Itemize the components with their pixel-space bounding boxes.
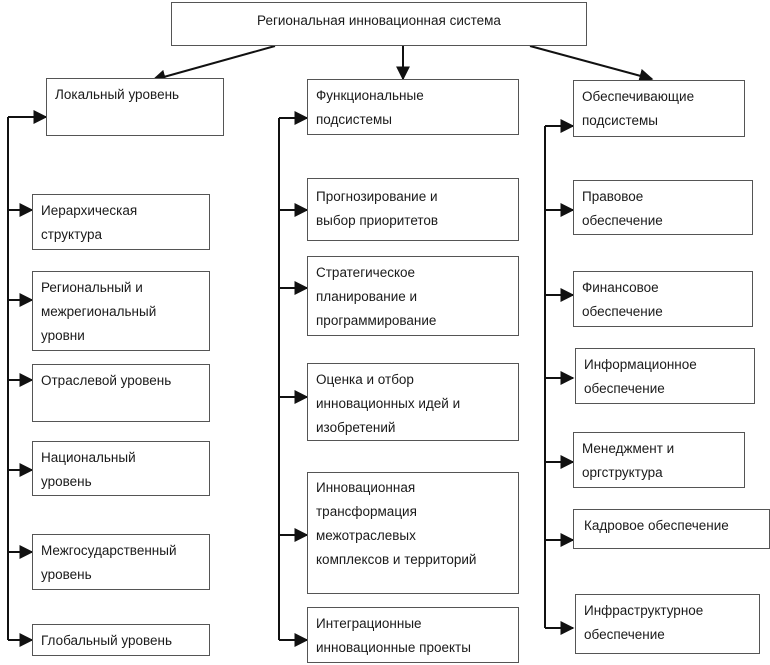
local-item-national: Национальный уровень <box>32 441 210 496</box>
local-level-header: Локальный уровень <box>46 78 224 136</box>
supporting-item-infrastructure: Инфраструктурное обеспечение <box>575 594 760 654</box>
functional-item-integration: Интеграционные инновационные проекты <box>307 607 519 663</box>
arrow-root-to-supporting <box>529 45 654 83</box>
local-item-interstate: Межгосударственный уровень <box>32 534 210 590</box>
supporting-item-personnel: Кадровое обеспечение <box>573 509 770 549</box>
functional-item-strategic-planning: Стратегическое планирование и программир… <box>307 256 519 336</box>
arrow-root-to-local <box>151 45 276 84</box>
supporting-subsystems-header: Обеспечивающие подсистемы <box>573 80 745 137</box>
local-item-global: Глобальный уровень <box>32 624 210 656</box>
functional-item-forecasting: Прогнозирование и выбор приоритетов <box>307 178 519 241</box>
functional-item-transformation: Инновационная трансформация межотраслевы… <box>307 472 519 594</box>
supporting-item-financial: Финансовое обеспечение <box>573 271 753 327</box>
functional-subsystems-header: Функциональные подсистемы <box>307 79 519 135</box>
root-box: Региональная инновационная система <box>171 2 587 46</box>
local-item-hierarchical: Иерархическая структура <box>32 194 210 250</box>
supporting-item-management: Менеджмент и оргструктура <box>573 432 745 488</box>
local-item-regional: Региональный и межрегиональный уровни <box>32 271 210 351</box>
local-item-sectoral: Отраслевой уровень <box>32 364 210 422</box>
supporting-item-legal: Правовое обеспечение <box>573 180 753 235</box>
functional-item-evaluation: Оценка и отбор инновационных идей и изоб… <box>307 363 519 441</box>
supporting-item-information: Информационное обеспечение <box>575 348 755 404</box>
